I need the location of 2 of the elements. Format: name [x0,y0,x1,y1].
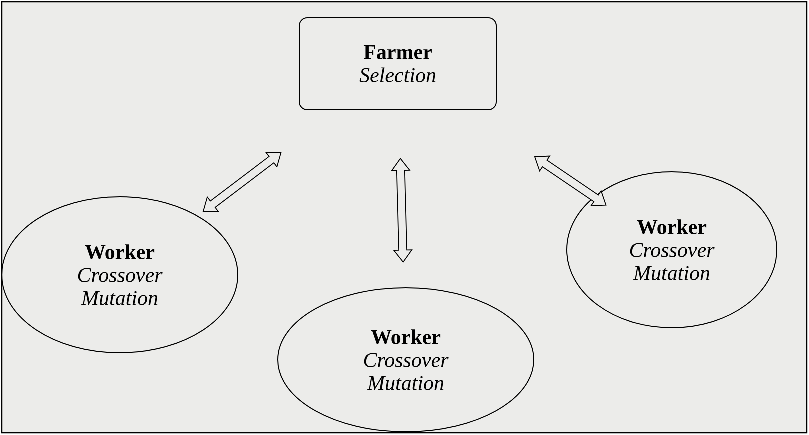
double-arrow [202,152,282,212]
farmer-box: Farmer Selection [299,18,497,110]
